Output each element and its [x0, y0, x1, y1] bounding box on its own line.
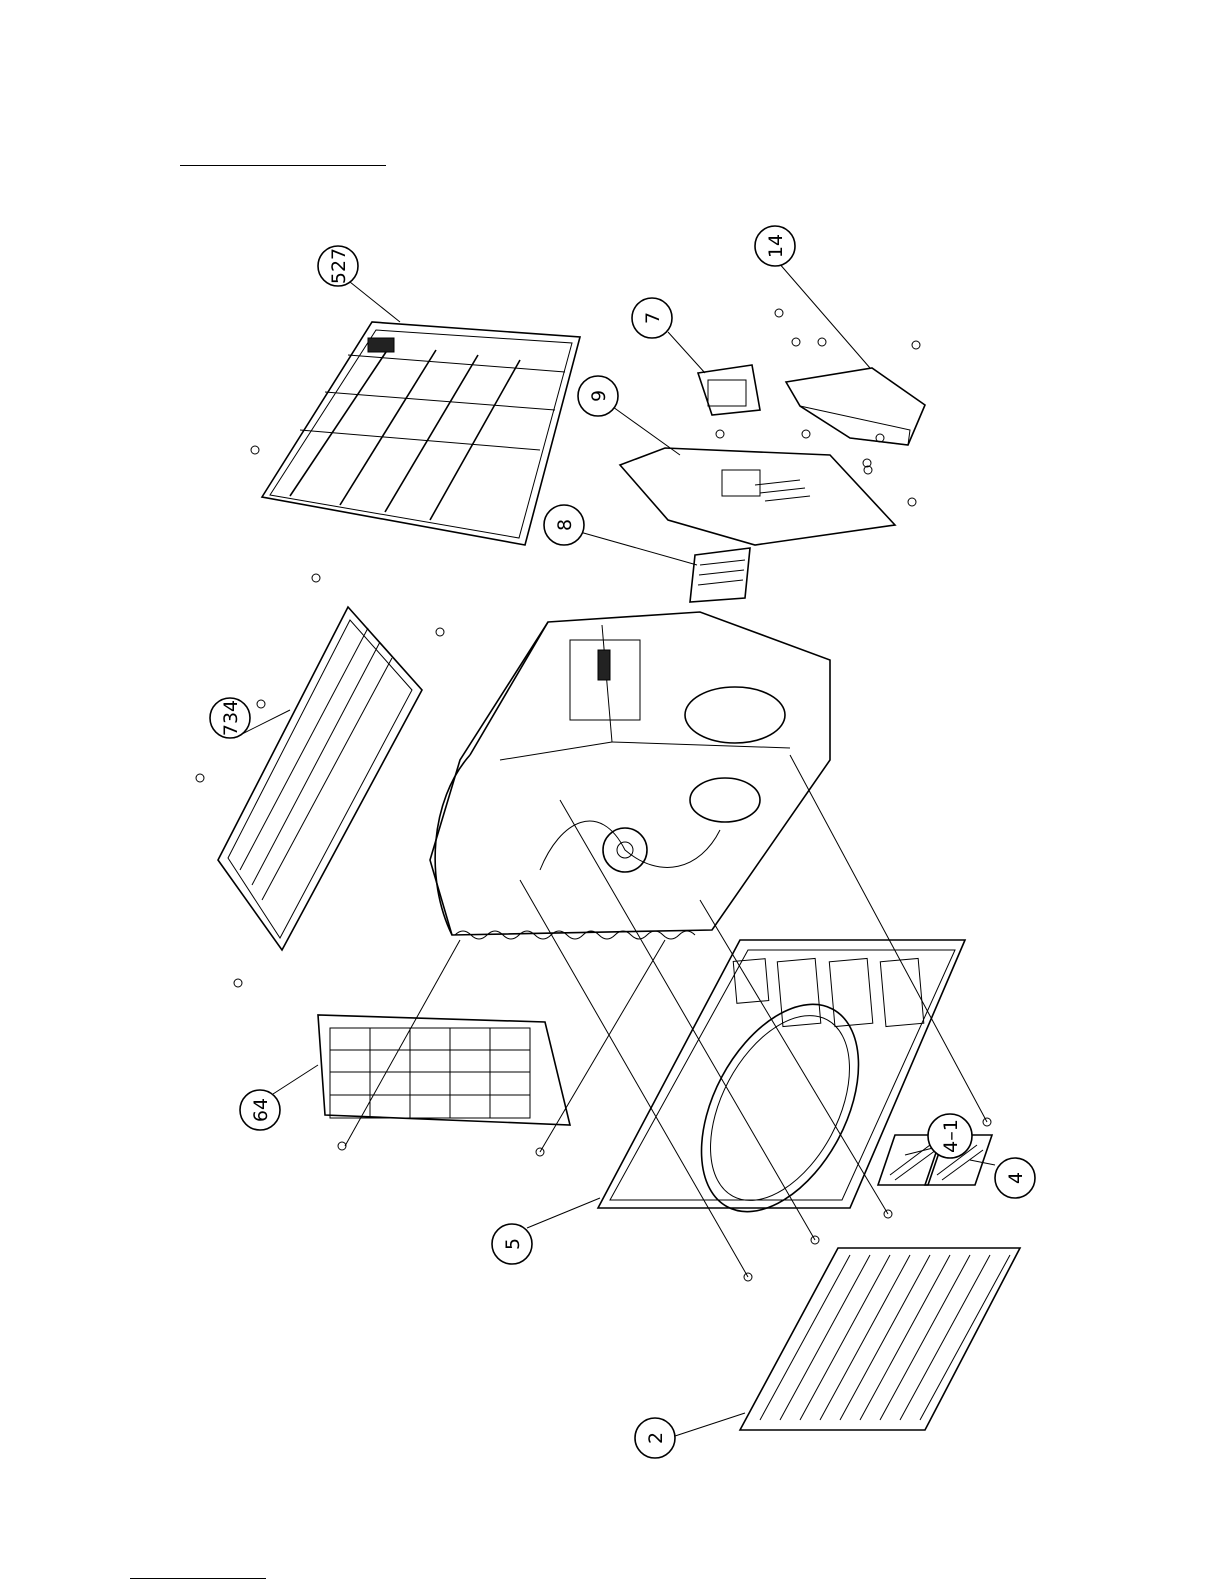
- svg-text:14: 14: [765, 234, 787, 258]
- main-chassis: [430, 612, 830, 939]
- callout-4: 4: [995, 1158, 1035, 1198]
- svg-text:8: 8: [554, 519, 576, 531]
- part-14-side-cover: [786, 341, 925, 445]
- callout-5: 5: [492, 1224, 532, 1264]
- part-9-control-cover: [620, 430, 916, 545]
- svg-text:64: 64: [250, 1098, 272, 1122]
- callout-527: 527: [318, 246, 358, 286]
- assembly-lines: [345, 755, 987, 1277]
- part-5-front-panel: [598, 940, 991, 1281]
- callout-64: 64: [240, 1090, 280, 1130]
- svg-text:734: 734: [220, 700, 242, 736]
- svg-text:4: 4: [1005, 1172, 1027, 1184]
- svg-text:7: 7: [642, 312, 664, 324]
- callout-2: 2: [635, 1418, 675, 1458]
- svg-text:5: 5: [502, 1238, 524, 1250]
- svg-text:2: 2: [645, 1432, 667, 1444]
- svg-text:4–1: 4–1: [940, 1119, 962, 1153]
- callout-14: 14: [755, 226, 795, 266]
- callout-734: 734: [210, 698, 250, 738]
- part-527-back-grille: [251, 322, 580, 545]
- part-2-front-grille: [740, 1248, 1020, 1430]
- svg-text:9: 9: [588, 390, 610, 402]
- part-7-bracket: [698, 309, 826, 415]
- part-8-terminal-plate: [690, 548, 750, 602]
- svg-text:527: 527: [328, 248, 350, 284]
- callout-leaders: [234, 262, 995, 1437]
- callout-7: 7: [632, 298, 672, 338]
- part-64-side-grille: [318, 1015, 570, 1156]
- callout-9: 9: [578, 376, 618, 416]
- callout-4-1: 4–1: [928, 1114, 972, 1158]
- callout-8: 8: [544, 505, 584, 545]
- part-734-top-cover: [196, 574, 444, 987]
